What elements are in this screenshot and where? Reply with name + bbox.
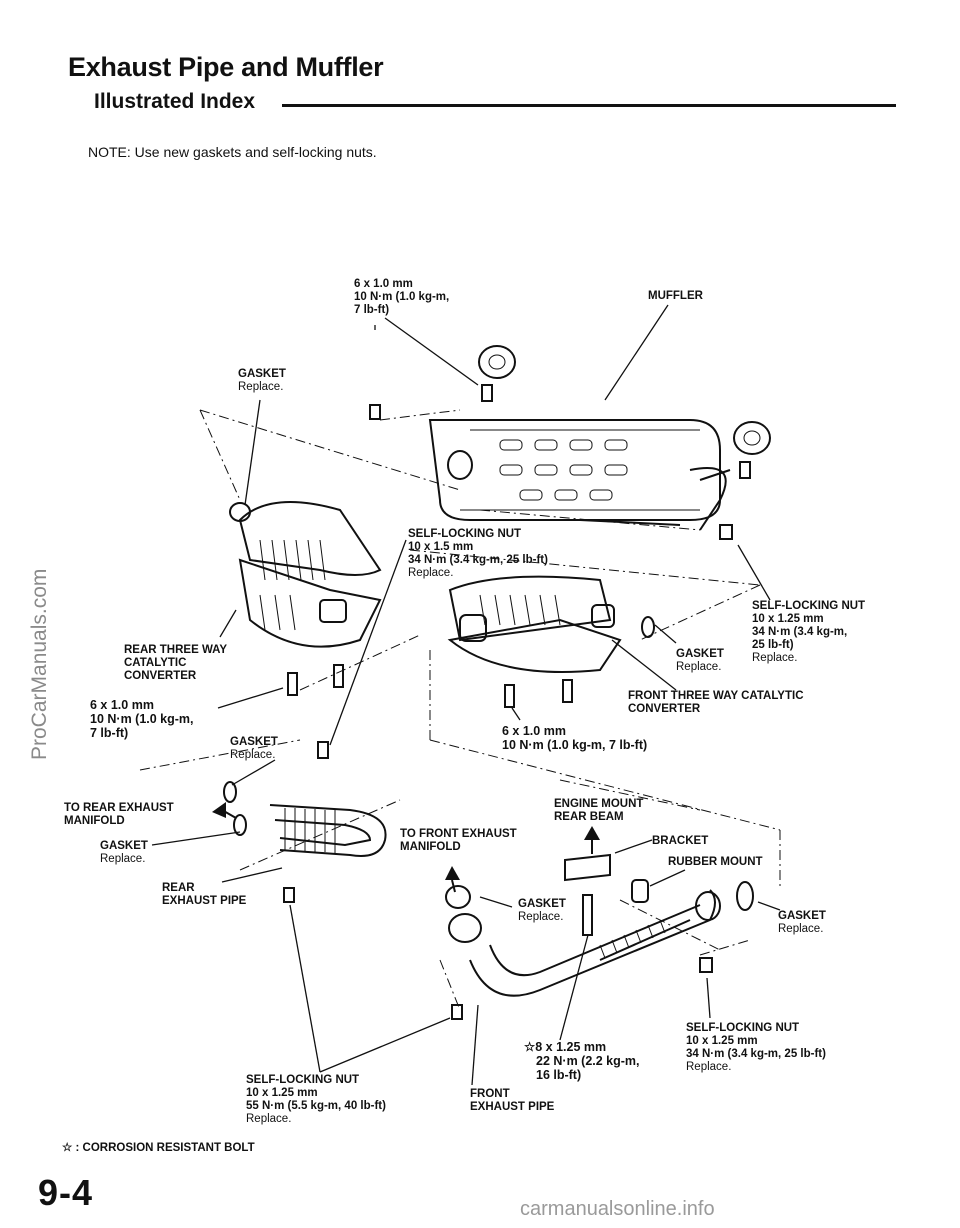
label-to-rear-exhaust-manifold: TO REAR EXHAUST MANIFOLD [64,802,174,827]
star-icon: ☆ [62,1142,73,1154]
rear-pipe-drawing [223,741,387,903]
label-rubber-mount: RUBBER MOUNT [668,856,763,868]
fasteners [287,404,733,708]
label-front-catalytic-converter: FRONT THREE WAY CATALYTIC CONVERTER [628,690,804,715]
label-gasket-left: GASKET Replace. [100,840,148,865]
label-self-locking-nut-bottom-left: SELF-LOCKING NUT 10 x 1.25 mm 55 N·m (5.… [246,1074,386,1125]
star-icon: ☆ [524,1040,536,1054]
label-bolt-left: 6 x 1.0 mm 10 N·m (1.0 kg-m, 7 lb-ft) [90,698,194,740]
watermark-side: ProCarManuals.com [28,568,51,760]
label-to-front-exhaust-manifold: TO FRONT EXHAUST MANIFOLD [400,828,517,853]
direction-arrows [212,802,600,893]
front-pipe-drawing [445,853,754,1020]
label-bracket: BRACKET [652,835,709,847]
label-gasket-rear-pipe: GASKET Replace. [230,736,278,761]
label-engine-mount-rear-beam: ENGINE MOUNT REAR BEAM [554,798,644,823]
label-self-locking-nut-mid: SELF-LOCKING NUT 10 x 1.5 mm 34 N·m (3.4… [408,528,548,579]
section-subtitle: Illustrated Index [94,90,256,113]
page-number: 9-4 [38,1172,94,1213]
label-self-locking-nut-right: SELF-LOCKING NUT 10 x 1.25 mm 34 N·m (3.… [752,600,866,664]
rear-cat-drawing [229,501,382,648]
leader-lines [151,304,781,1086]
label-rear-catalytic-converter: REAR THREE WAY CATALYTIC CONVERTER [124,644,228,682]
watermark-bottom: carmanualsonline.info [520,1198,715,1220]
label-gasket-front-pipe: GASKET Replace. [518,898,566,923]
label-bolt-top: 6 x 1.0 mm 10 N·m (1.0 kg-m, 7 lb-ft) [354,278,450,316]
label-gasket-front-cat: GASKET Replace. [676,648,724,673]
muffler-drawing [428,419,731,531]
label-self-locking-nut-bottom-right: SELF-LOCKING NUT 10 x 1.25 mm 34 N·m (3.… [686,1022,826,1073]
label-gasket-far-right: GASKET Replace. [778,910,826,935]
label-rear-exhaust-pipe: REAR EXHAUST PIPE [162,882,247,907]
title-rule [282,104,896,107]
note-text: NOTE: Use new gaskets and self-locking n… [88,144,377,160]
label-bolt-front-cat: 6 x 1.0 mm 10 N·m (1.0 kg-m, 7 lb-ft) [502,724,648,752]
muffler-hangers [478,345,771,479]
label-gasket-top: GASKET Replace. [238,368,286,393]
label-muffler: MUFFLER [648,290,703,302]
front-cat-drawing [447,575,655,673]
label-bolt-bottom: ☆8 x 1.25 mm 22 N·m (2.2 kg-m, 16 lb-ft) [524,1040,640,1082]
alignment-lines [139,409,781,1011]
legend-corrosion-resistant-bolt: ☆ : CORROSION RESISTANT BOLT [62,1142,255,1154]
page-title: Exhaust Pipe and Muffler [68,52,384,82]
label-front-exhaust-pipe: FRONT EXHAUST PIPE [470,1088,555,1113]
